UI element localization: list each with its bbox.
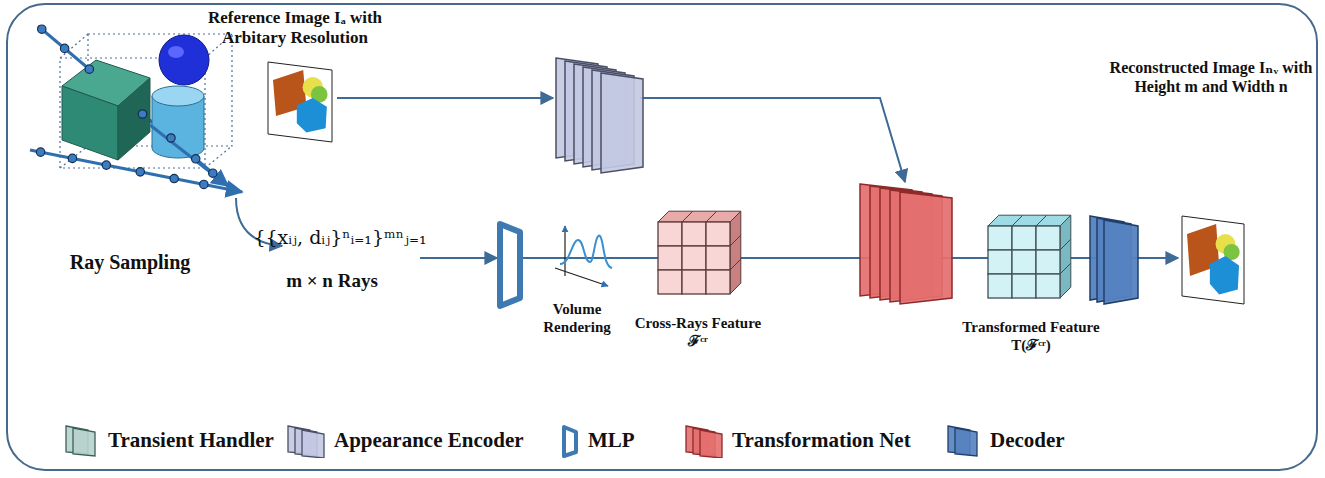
volume-rendering-icon: [555, 226, 612, 286]
cube-front: [62, 86, 118, 160]
sphere: [159, 35, 209, 85]
legend-icon-panel: [700, 430, 722, 458]
image-shape: [1210, 256, 1239, 294]
legend-icon-panel: [73, 428, 95, 456]
axis: [564, 226, 565, 276]
cube-side: [118, 78, 150, 160]
cube-cell: [1012, 250, 1036, 274]
cube-cell-side: [730, 259, 741, 294]
sample-point: [102, 161, 110, 169]
ray-line: [150, 125, 228, 186]
label-text: Volume Rendering: [543, 301, 611, 335]
transformed-feature: [988, 215, 1071, 298]
sample-point: [170, 174, 178, 182]
legend-icon-panel: [955, 428, 977, 456]
cube-cell: [682, 222, 706, 246]
legend-text: MLP: [588, 428, 635, 453]
sample-point: [36, 148, 44, 156]
sample-point: [60, 44, 68, 52]
flow-arrow: [640, 98, 905, 182]
figure-label: Ray Sampling: [40, 250, 220, 274]
image-shape: [297, 98, 327, 133]
cube-cell: [682, 270, 706, 294]
cube-cell-side: [1060, 263, 1071, 298]
sample-point: [138, 110, 146, 118]
cylinder-top: [152, 86, 204, 106]
image-frame: [1182, 216, 1244, 304]
mlp-block: [500, 224, 520, 306]
layer-panel: [1104, 220, 1138, 304]
label-text: Ray Sampling: [70, 251, 191, 273]
legend-text: Transient Handler: [108, 428, 274, 453]
label-text: Reconstructed Image Iₙᵥ with Height m an…: [1110, 59, 1313, 95]
label-text: Cross-Rays Feature ℱᶜʳ: [635, 315, 762, 349]
flow-arrow: [337, 97, 553, 99]
sphere-highlight: [168, 46, 184, 58]
cube-cell: [1036, 250, 1060, 274]
legend-icon-panel: [302, 430, 324, 458]
legend-icon: [944, 424, 988, 458]
sample-point: [85, 65, 93, 73]
reconstructed-image: [1182, 216, 1244, 304]
legend-icon: [284, 424, 328, 458]
layer-panel: [900, 192, 952, 304]
density-curve: [560, 236, 612, 268]
figure-label: Transformed Feature T(ℱᶜʳ): [958, 318, 1104, 354]
sample-point: [167, 134, 175, 142]
sample-point: [38, 25, 46, 33]
figure-label: Cross-Rays Feature ℱᶜʳ: [630, 314, 766, 350]
transformation-net: [860, 184, 952, 304]
sample-point: [192, 155, 200, 163]
label-text: {{xᵢⱼ, dᵢⱼ}ⁿᵢ₌₁}ᵐⁿⱼ₌₁: [253, 226, 426, 248]
ray-line: [38, 26, 228, 186]
legend-text: Appearance Encoder: [334, 428, 524, 453]
cube-cell: [1036, 226, 1060, 250]
sample-point: [136, 168, 144, 176]
legend-text: Decoder: [990, 428, 1065, 453]
flow-arrow: [420, 257, 497, 259]
figure-label: Reference Image Iₐ with Arbitary Resolut…: [182, 8, 408, 49]
axis: [555, 268, 608, 286]
cube-cell: [658, 222, 682, 246]
cube-cell: [988, 226, 1012, 250]
cube-cell: [706, 222, 730, 246]
ray-line: [30, 150, 242, 192]
cube-cell: [988, 274, 1012, 298]
cube-cell: [1012, 226, 1036, 250]
label-text: m × n Rays: [286, 270, 378, 291]
label-text: Reference Image Iₐ with Arbitary Resolut…: [208, 8, 382, 47]
cube-cell: [706, 246, 730, 270]
legend-icon: [62, 424, 106, 458]
scene-illustration: [30, 25, 242, 192]
legend-icon: [682, 424, 726, 458]
image-frame: [268, 62, 332, 142]
figure-label: m × n Rays: [252, 270, 412, 293]
legend-text: Transformation Net: [732, 428, 911, 453]
cube-cell: [658, 246, 682, 270]
figure-label: Reconstructed Image Iₙᵥ with Height m an…: [1108, 58, 1314, 96]
layer-panel: [601, 73, 643, 173]
cube-cell: [1012, 274, 1036, 298]
bounding-box-edge: [60, 34, 232, 168]
appearance-encoder: [556, 58, 643, 173]
decoder: [1090, 216, 1138, 304]
cube-cell: [988, 250, 1012, 274]
figure-label: Volume Rendering: [518, 300, 636, 336]
cross-rays-feature: [658, 211, 741, 294]
outer-frame: [7, 4, 1317, 470]
sample-point: [209, 169, 217, 177]
reference-image: [268, 62, 332, 142]
cube-cell: [706, 270, 730, 294]
cube-cell: [658, 270, 682, 294]
label-text: Transformed Feature T(ℱᶜʳ): [962, 319, 1099, 353]
sample-point: [68, 154, 76, 162]
cube-cell: [682, 246, 706, 270]
sample-point: [200, 180, 208, 188]
mlp-icon: [564, 427, 576, 456]
figure-label: {{xᵢⱼ, dᵢⱼ}ⁿᵢ₌₁}ᵐⁿⱼ₌₁: [242, 226, 438, 249]
cube-cell: [1036, 274, 1060, 298]
